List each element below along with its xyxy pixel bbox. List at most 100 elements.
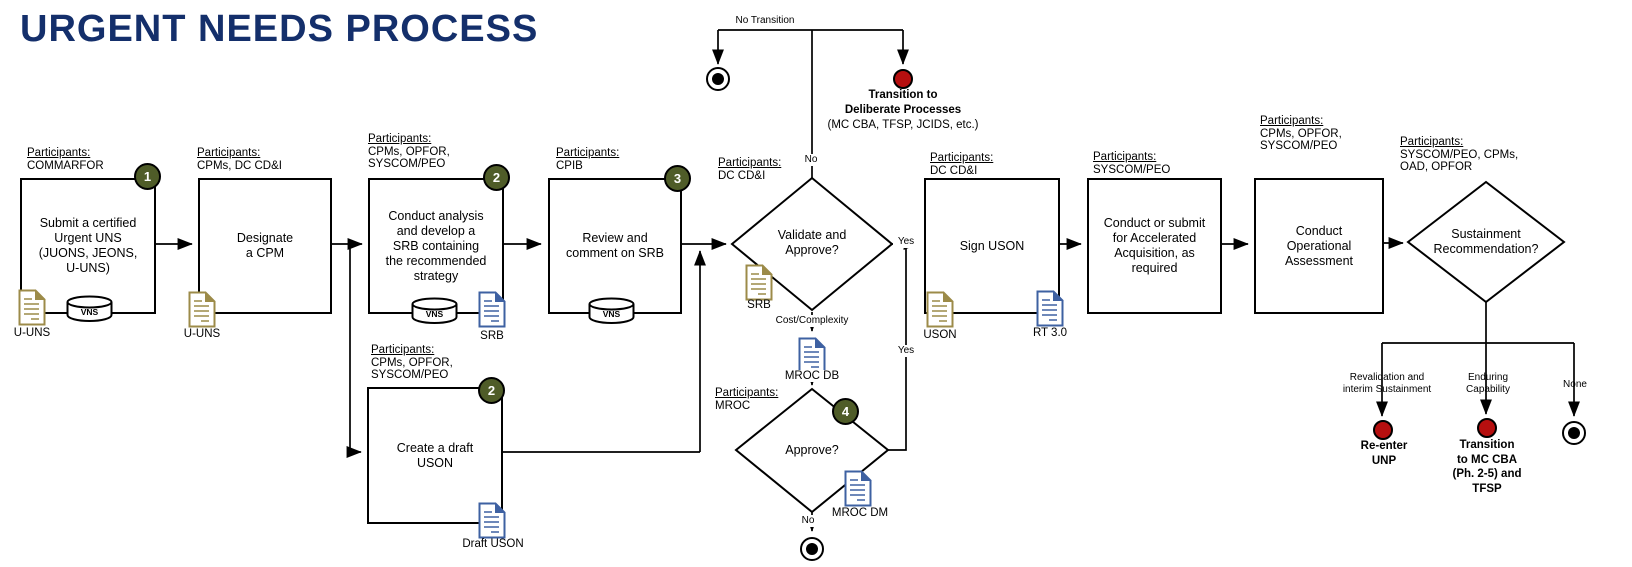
participants-acquisition: Participants: SYSCOM/PEO xyxy=(1093,151,1170,176)
participants-names: COMMARFOR xyxy=(27,159,104,172)
page-title: URGENT NEEDS PROCESS xyxy=(20,8,539,50)
document-icon-rt30 xyxy=(1036,290,1064,327)
doc-label-u-uns: U-UNS xyxy=(183,328,221,340)
participants-validate: Participants: DC CD&I xyxy=(718,157,781,182)
doc-label-u-uns: U-UNS xyxy=(13,327,51,339)
participants-submit: Participants: COMMARFOR xyxy=(27,147,104,172)
document-icon-uson xyxy=(926,291,954,328)
participants-heading: Participants: xyxy=(930,152,994,164)
edge-label-cost-complexity: Cost/Complexity xyxy=(750,315,874,327)
doc-label-rt30: RT 3.0 xyxy=(1032,327,1068,339)
document-icon-u-uns xyxy=(188,291,216,328)
doc-label-srb: SRB xyxy=(480,330,504,342)
end-event-icon xyxy=(1562,421,1586,445)
participants-names: SYSCOM/PEO xyxy=(1093,163,1171,176)
participants-heading: Participants: xyxy=(718,157,782,169)
participants-sign: Participants: DC CD&I xyxy=(930,152,993,177)
database-label: VNS xyxy=(603,309,621,319)
participants-heading: Participants: xyxy=(556,147,620,159)
terminal-label-mc-cba: Transition to MC CBA (Ph. 2-5) and TFSP xyxy=(1452,439,1522,495)
edge-label-yes: Yes xyxy=(893,345,919,357)
doc-label-mroc-db: MROC DB xyxy=(778,370,846,382)
document-icon-draft-uson xyxy=(478,502,506,539)
doc-label-srb: SRB xyxy=(747,299,771,311)
document-icon-srb-blue xyxy=(478,291,506,328)
task-label: Submit a certified Urgent UNS (JUONS, JE… xyxy=(38,216,138,275)
decision-sustainment xyxy=(1406,180,1566,304)
end-event-icon xyxy=(800,537,824,561)
participants-names: CPMs, OPFOR, SYSCOM/PEO xyxy=(368,145,450,171)
task-designate-cpm: Designate a CPM xyxy=(198,178,332,314)
step-badge-2b: 2 xyxy=(478,377,505,404)
database-label: VNS xyxy=(81,307,99,317)
edge-label-enduring: Enduring Capability xyxy=(1466,372,1510,395)
edge-label-revalidation: Revalidation and interim Sustainment xyxy=(1342,372,1432,395)
task-accelerated-acquisition: Conduct or submit for Accelerated Acquis… xyxy=(1087,178,1222,314)
task-label: Conduct Operational Assessment xyxy=(1284,223,1354,268)
step-badge-2: 2 xyxy=(483,164,510,191)
database-icon-vns: VNS xyxy=(588,297,635,324)
task-label: Designate a CPM xyxy=(236,231,294,260)
reenter-unp-event-icon xyxy=(1373,420,1393,440)
edge-label-no: No xyxy=(796,515,820,527)
participants-heading: Participants: xyxy=(27,147,91,159)
participants-heading: Participants: xyxy=(1400,136,1464,148)
participants-names: DC CD&I xyxy=(930,164,978,177)
participants-designate: Participants: CPMs, DC CD&I xyxy=(197,147,282,172)
step-badge-4: 4 xyxy=(832,398,859,425)
end-event-icon xyxy=(706,67,730,91)
participants-draft: Participants: CPMs, OPFOR, SYSCOM/PEO xyxy=(371,344,453,382)
database-icon-vns: VNS xyxy=(66,295,113,322)
task-create-draft-uson: Create a draft USON xyxy=(367,387,503,524)
doc-label-draft-uson: Draft USON xyxy=(462,538,524,550)
edge-label-no-transition: No Transition xyxy=(735,15,795,26)
task-submit-uns: Submit a certified Urgent UNS (JUONS, JE… xyxy=(20,178,156,314)
participants-heading: Participants: xyxy=(197,147,261,159)
participants-heading: Participants: xyxy=(371,344,435,356)
database-label: VNS xyxy=(426,309,444,319)
terminal-label-deliberate: Transition to Deliberate Processes xyxy=(844,89,962,116)
task-conduct-analysis: Conduct analysis and develop a SRB conta… xyxy=(368,178,504,314)
participants-heading: Participants: xyxy=(1260,115,1324,127)
participants-names: MROC xyxy=(715,399,751,412)
step-badge-1: 1 xyxy=(134,163,161,190)
decision-label-mroc: Approve? xyxy=(785,443,839,457)
document-icon-u-uns xyxy=(18,289,46,326)
task-label: Review and comment on SRB xyxy=(566,231,664,260)
participants-names: CPIB xyxy=(556,159,583,172)
participants-names: CPMs, DC CD&I xyxy=(197,159,282,172)
mc-cba-event-icon xyxy=(1477,418,1497,438)
step-badge-3: 3 xyxy=(664,165,691,192)
participants-heading: Participants: xyxy=(368,133,432,145)
task-label: Sign USON xyxy=(959,238,1025,253)
task-label: Conduct or submit for Accelerated Acquis… xyxy=(1103,216,1206,275)
participants-heading: Participants: xyxy=(1093,151,1157,163)
terminal-label-reenter-unp: Re-enter UNP xyxy=(1360,440,1408,467)
doc-label-uson: USON xyxy=(923,329,957,341)
participants-names: CPMs, OPFOR, SYSCOM/PEO xyxy=(1260,127,1342,153)
decision-label-validate: Validate and Approve? xyxy=(777,228,847,257)
participants-review: Participants: CPIB xyxy=(556,147,619,172)
document-icon-mroc-dm xyxy=(844,470,872,507)
participants-assessment: Participants: CPMs, OPFOR, SYSCOM/PEO xyxy=(1260,115,1342,153)
participants-names: SYSCOM/PEO, CPMs, OAD, OPFOR xyxy=(1400,148,1519,174)
document-icon-srb xyxy=(745,264,773,301)
participants-analysis: Participants: CPMs, OPFOR, SYSCOM/PEO xyxy=(368,133,450,171)
task-label: Create a draft USON xyxy=(396,440,474,470)
transition-event-icon xyxy=(893,69,913,89)
doc-label-mroc-dm: MROC DM xyxy=(831,507,889,519)
task-operational-assessment: Conduct Operational Assessment xyxy=(1254,178,1384,314)
database-icon-vns: VNS xyxy=(411,297,458,324)
participants-heading: Participants: xyxy=(715,387,779,399)
participants-names: DC CD&I xyxy=(718,169,766,182)
task-review-srb: Review and comment on SRB xyxy=(548,178,682,314)
edge-label-no: No xyxy=(800,154,822,166)
document-icon-mroc-db xyxy=(798,337,826,374)
participants-mroc: Participants: MROC xyxy=(715,387,778,412)
task-label: Conduct analysis and develop a SRB conta… xyxy=(385,208,487,283)
edge-label-none: None xyxy=(1563,379,1587,390)
decision-label-sustainment: Sustainment Recommendation? xyxy=(1433,227,1539,256)
participants-sustainment: Participants: SYSCOM/PEO, CPMs, OAD, OPF… xyxy=(1400,136,1518,174)
edge-label-yes: Yes xyxy=(893,236,919,248)
